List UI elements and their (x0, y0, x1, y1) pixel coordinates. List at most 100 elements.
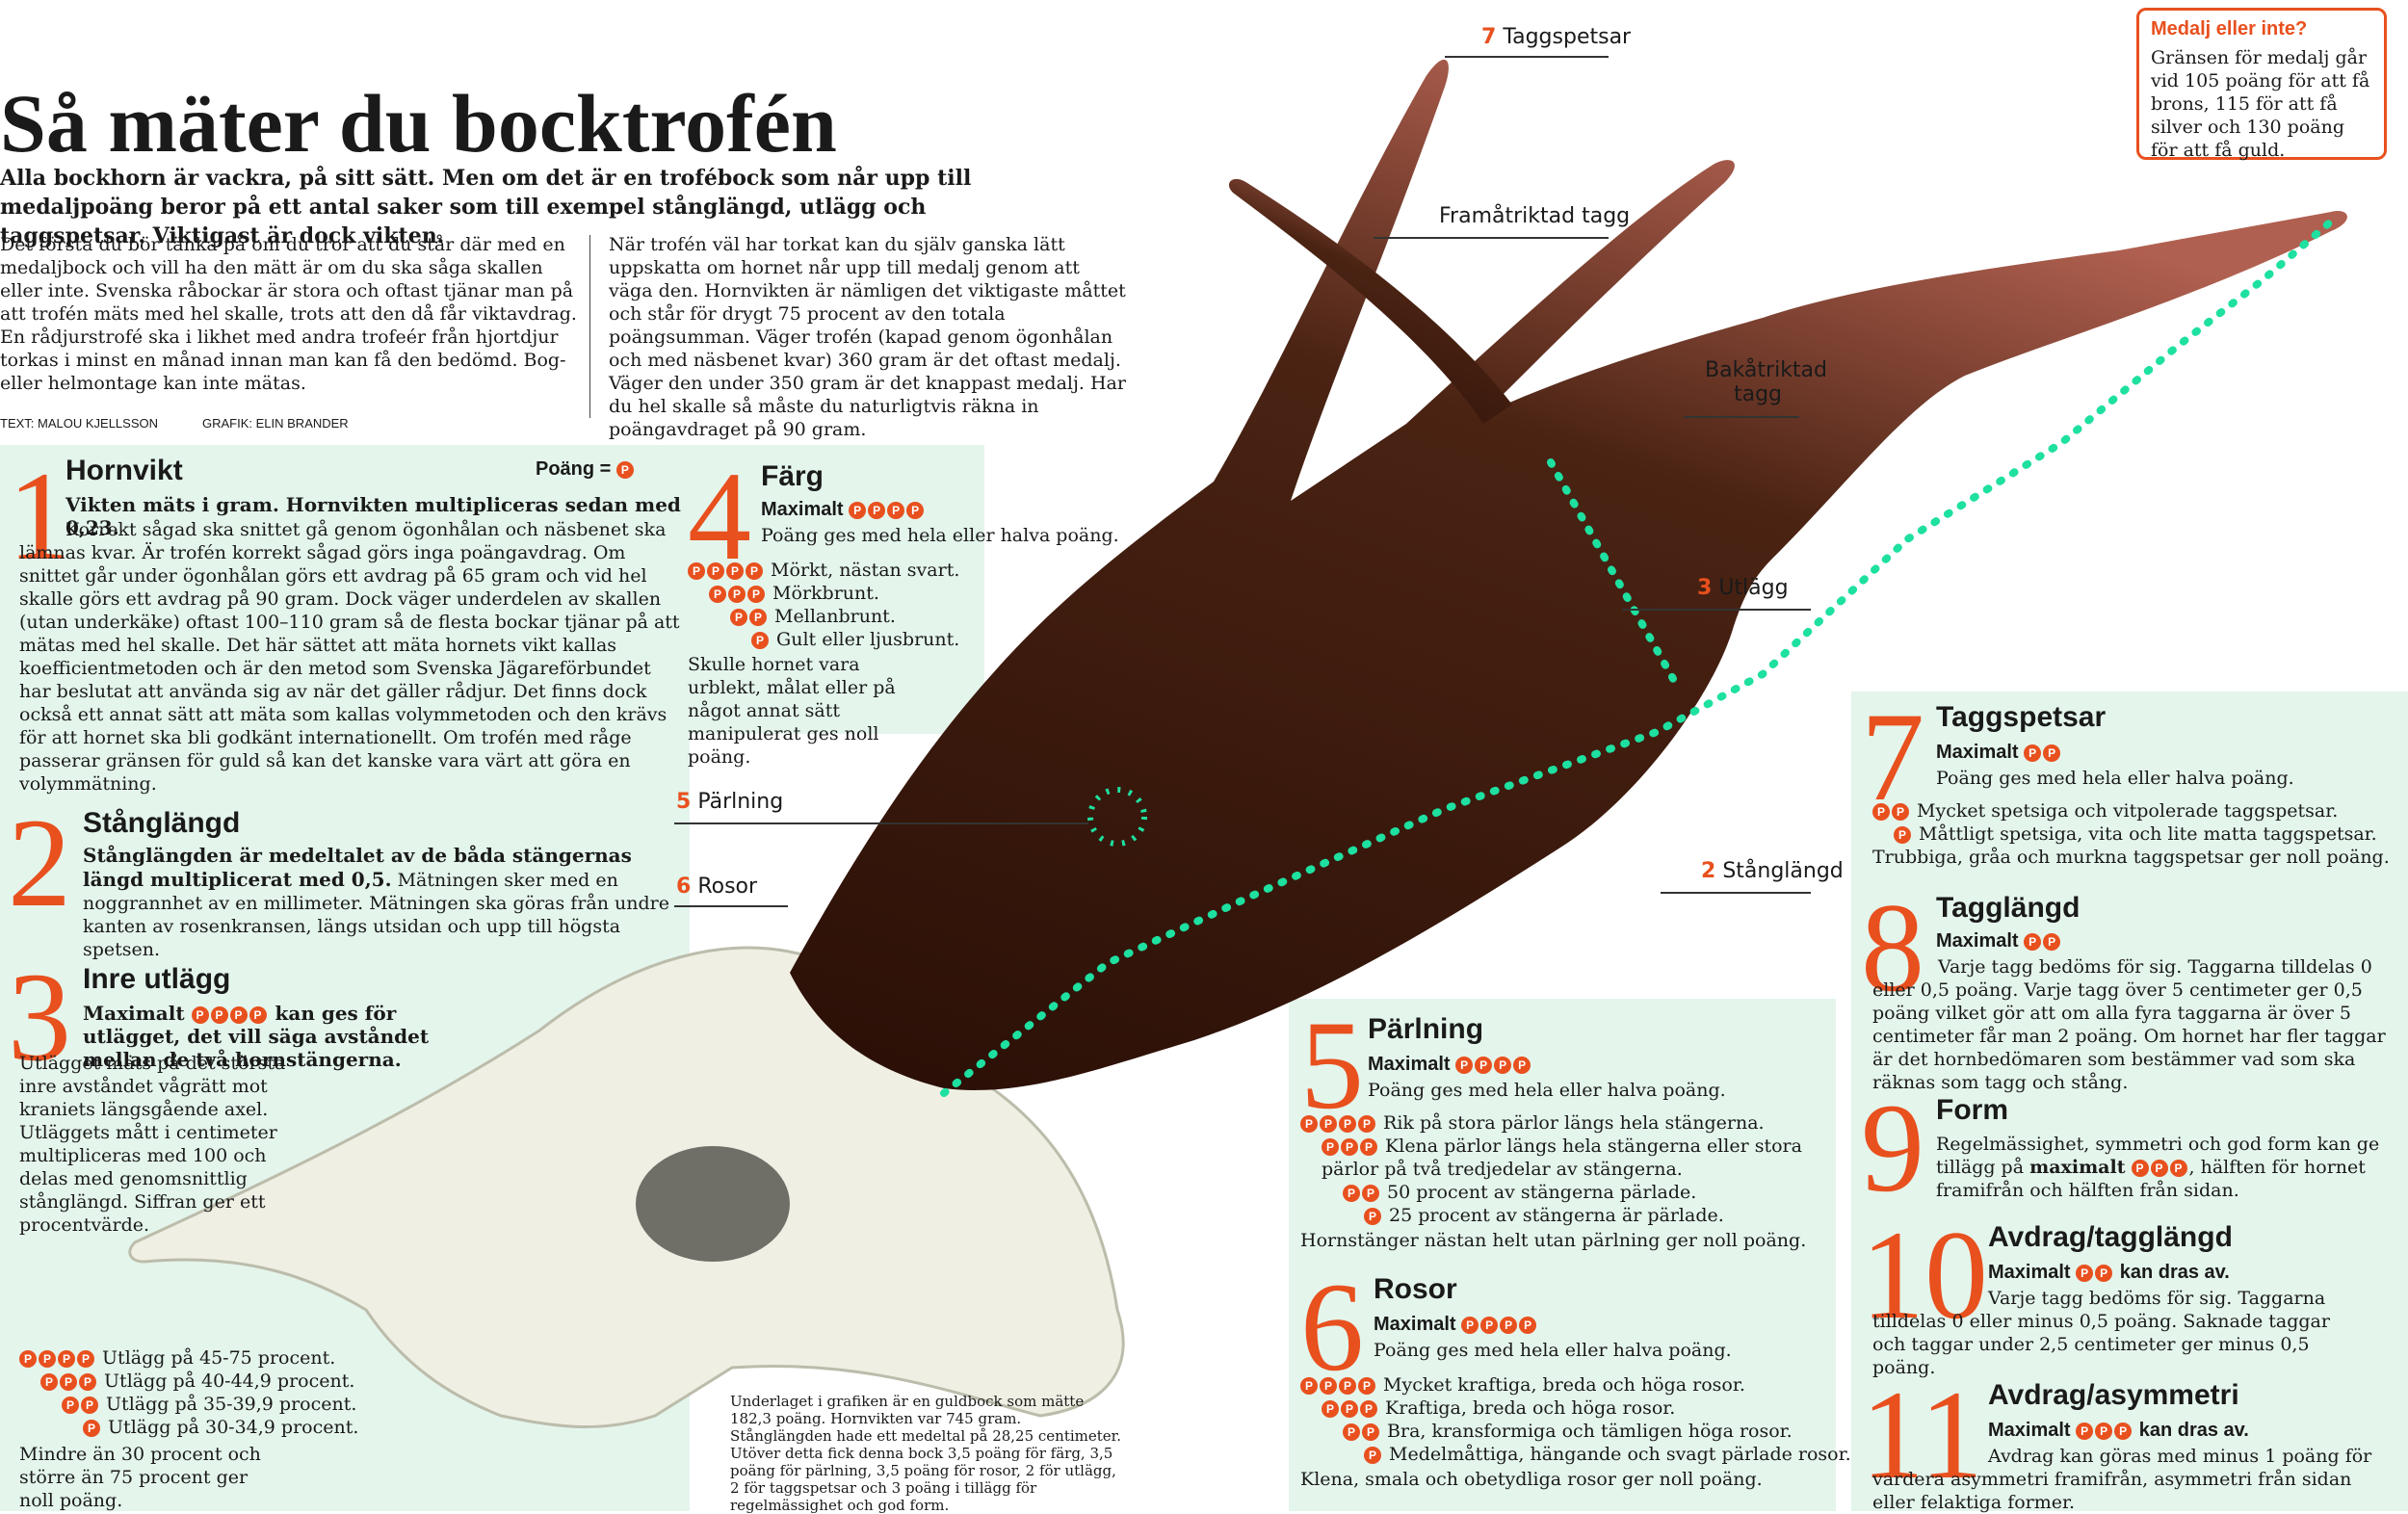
section-6-number: 6 (1300, 1256, 1364, 1397)
section-2-text: Stånglängden är medeltalet av de båda st… (83, 844, 680, 961)
medal-title: Medalj eller inte? (2151, 18, 2308, 39)
section-10-heading: Avdrag/tagglängd (1988, 1221, 2233, 1253)
section-7-heading: Taggspetsar (1936, 701, 2107, 733)
rear-tine (1228, 178, 1512, 424)
section-6-sub: Poäng ges med hela eller halva poäng. (1374, 1340, 1732, 1361)
section-6-row: P Medelmåttiga, hängande och svagt pärla… (1364, 1443, 1851, 1466)
intro-right: När trofén väl har torkat kan du själv g… (609, 234, 1126, 440)
column-rule (589, 235, 590, 418)
section-1-bold: Vikten mäts i gram. Hornvikten multiplic… (65, 493, 681, 539)
section-4-foot: Skulle hornet vara urblekt, målat eller … (688, 654, 896, 768)
section-2-bold: Stånglängden är medeltalet av de båda st… (83, 844, 632, 891)
section-9-text: Regelmässighet, symmetri och god form ka… (1936, 1134, 2380, 1201)
section-6-heading: Rosor (1374, 1273, 1457, 1305)
base-note: Underlaget i grafiken är en guldbock som… (730, 1393, 1121, 1514)
section-3-heading: Inre utlägg (83, 963, 231, 995)
point-icon: P (191, 1005, 209, 1024)
section-5-sub: Poäng ges med hela eller halva poäng. (1368, 1080, 1726, 1101)
section-1-text: Korrekt sågad ska snittet gå genom ögonh… (19, 519, 680, 795)
section-10-number: 10 (1861, 1204, 1988, 1345)
section-1-heading: Hornvikt (65, 455, 183, 486)
section-3-text: Utlägget mäts på det största inre avstån… (19, 1053, 286, 1236)
leader-line (1622, 609, 1811, 611)
utlagg-dots (1547, 458, 1680, 688)
panel-center (1289, 999, 1836, 1511)
point-icon: P (615, 460, 634, 479)
label-bakat: Bakåtriktad tagg (1705, 358, 1828, 406)
eye-socket (636, 1146, 790, 1262)
parlning-ring (1087, 787, 1147, 847)
skull (128, 946, 1125, 1428)
leader-line (1374, 237, 1609, 239)
label-utlagg: 3 Utlägg (1697, 576, 1789, 600)
section-11-text: Avdrag kan göras med minus 1 poäng för v… (1872, 1446, 2372, 1513)
credit-graphic: GRAFIK: ELIN BRANDER (202, 416, 349, 431)
max-label-3: Maximalt (83, 1002, 185, 1025)
leader-line (1661, 892, 1811, 894)
point-icon: P (229, 1005, 248, 1024)
section-6-foot: Klena, smala och obetydliga rosor ger no… (1300, 1469, 1763, 1490)
section-3-number: 3 (8, 946, 71, 1087)
section-2-number: 2 (8, 792, 71, 933)
leader-line (674, 905, 788, 907)
section-3-foot: Mindre än 30 procent och större än 75 pr… (19, 1444, 261, 1511)
section-7-row: P Måttligt spetsiga, vita och lite matta… (1894, 822, 2377, 846)
section-4-row: P Gult eller ljusbrunt. (751, 628, 959, 651)
section-2-heading: Stånglängd (83, 807, 241, 839)
section-7-sub: Poäng ges med hela eller halva poäng. (1936, 768, 2294, 789)
points-legend: Poäng = P (536, 458, 636, 481)
label-stanglangd: 2 Stånglängd (1701, 859, 1844, 883)
point-icon: P (249, 1005, 267, 1024)
leader-line (1684, 416, 1799, 418)
panel-farg (676, 445, 984, 734)
label-parlning: 5 Pärlning (676, 790, 784, 814)
section-9-number: 9 (1861, 1077, 1924, 1218)
section-3-bold: kan ges för utlägget, det vill säga avst… (83, 1002, 430, 1071)
label-rosor: 6 Rosor (676, 874, 758, 899)
stanglangd-dots (940, 218, 2335, 1097)
point-icon: P (210, 1005, 228, 1024)
section-1-number: 1 (8, 445, 71, 587)
leader-line (1445, 56, 1609, 58)
antler-main (790, 59, 2347, 1090)
label-framat: Framåtriktad tagg (1439, 204, 1631, 228)
section-5-foot: Hornstänger nästan helt utan pärlning ge… (1300, 1230, 1807, 1251)
section-8-number: 8 (1861, 876, 1924, 1018)
panel-right (1851, 692, 2408, 1511)
section-11-heading: Avdrag/asymmetri (1988, 1379, 2239, 1411)
medal-box: Medalj eller inte? Gränsen för medalj gå… (2136, 8, 2387, 161)
section-5-row: P 25 procent av stängerna är pärlade. (1364, 1204, 1724, 1227)
credit-text: TEXT: MALOU KJELLSSON (0, 416, 158, 431)
section-4-sub: Poäng ges med hela eller halva poäng. (761, 525, 1119, 546)
section-4-heading: Färg (761, 460, 824, 492)
section-4-number: 4 (688, 445, 751, 587)
section-7-foot: Trubbiga, gråa och murkna taggspetsar ge… (1872, 847, 2390, 868)
section-8-text: Varje tagg bedöms för sig. Taggarna till… (1872, 956, 2386, 1093)
section-3-row: P Utlägg på 30-34,9 procent. (83, 1416, 401, 1439)
lead: Alla bockhorn är vackra, på sitt sätt. M… (0, 166, 972, 248)
page-title: Så mäter du bocktrofén (0, 77, 837, 170)
intro-left: Det första du bör tänka på om du tror at… (0, 234, 577, 394)
section-9-heading: Form (1936, 1094, 2008, 1126)
